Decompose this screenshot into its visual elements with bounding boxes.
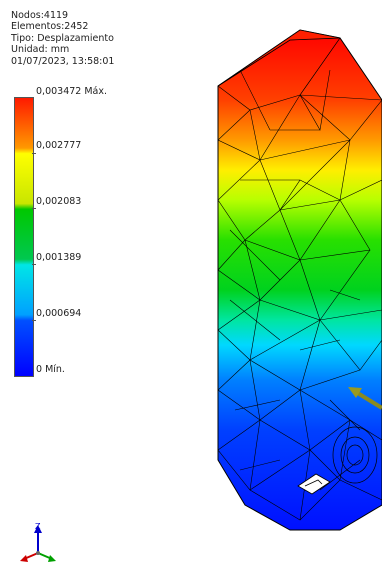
load-arrow-icon bbox=[348, 387, 382, 410]
result-info-panel: Nodos:4119 Elementos:2452 Tipo: Desplaza… bbox=[11, 10, 114, 67]
result-type: Tipo: Desplazamiento bbox=[11, 32, 114, 44]
legend-tick bbox=[32, 320, 36, 321]
legend-label: 0,000694 bbox=[36, 308, 82, 319]
result-datetime: 01/07/2023, 13:58:01 bbox=[11, 55, 115, 67]
legend-tick bbox=[32, 208, 36, 209]
hole-feature bbox=[332, 426, 378, 484]
nodes-count: Nodos:4119 bbox=[11, 10, 69, 21]
legend-tick bbox=[32, 264, 36, 265]
legend-label: 0,001389 bbox=[36, 252, 82, 263]
legend-min-label: 0 Mín. bbox=[36, 364, 65, 375]
model-top-face bbox=[217, 29, 341, 87]
color-legend-bar bbox=[14, 97, 34, 377]
legend-max-label: 0,003472 Máx. bbox=[36, 86, 108, 97]
triad-z-label: Z bbox=[35, 522, 41, 531]
model-body bbox=[217, 29, 382, 531]
fixed-constraint-icon bbox=[297, 473, 331, 495]
result-unit: Unidad: mm bbox=[11, 44, 70, 56]
legend-label: 0,002083 bbox=[36, 196, 82, 207]
legend-label: 0,002777 bbox=[36, 140, 82, 151]
elements-count: Elementos:2452 bbox=[11, 21, 89, 33]
legend-tick bbox=[32, 153, 36, 154]
view-cube-triad[interactable]: Z bbox=[18, 520, 68, 565]
